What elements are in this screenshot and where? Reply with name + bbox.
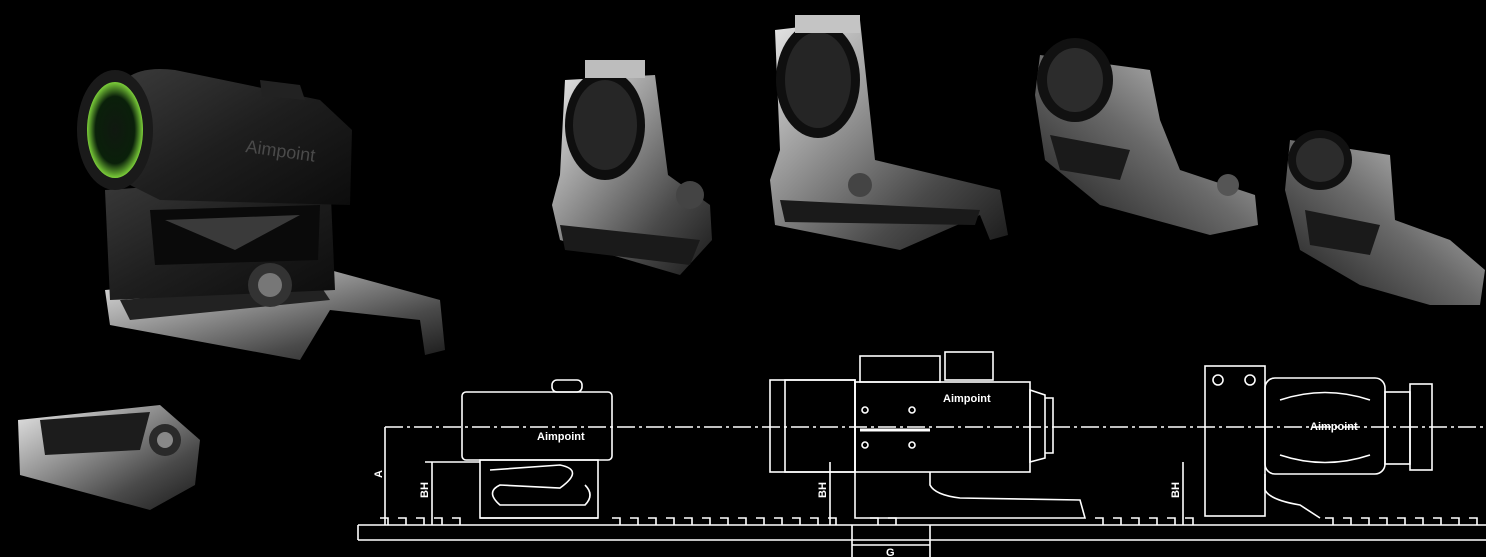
ring-mount-1 xyxy=(552,60,712,275)
drawing-brand-label-1: Aimpoint xyxy=(537,431,585,443)
dimension-bh-label-3: BH xyxy=(1170,482,1182,498)
dimension-bh-label-2: BH xyxy=(817,482,829,498)
rail-teeth xyxy=(380,517,1478,525)
mount-base-small xyxy=(18,405,200,510)
drawing-sight-3 xyxy=(1204,365,1433,519)
drawing-sight-1 xyxy=(461,379,613,519)
cantilever-mount-4 xyxy=(1285,130,1485,305)
dimension-bh-label-1: BH xyxy=(419,482,431,498)
cantilever-mount-3 xyxy=(1035,38,1258,235)
drawing-brand-label-3: Aimpoint xyxy=(1310,421,1358,433)
red-dot-sight-with-mount: Aimpoint xyxy=(77,69,445,360)
dimension-a-label: A xyxy=(373,470,385,478)
drawing-brand-label-2: Aimpoint xyxy=(943,393,991,405)
ring-mount-2 xyxy=(770,15,1008,250)
technical-drawing xyxy=(357,351,1486,557)
dimension-g-label: G xyxy=(886,547,895,557)
drawing-sight-2 xyxy=(769,351,1087,519)
